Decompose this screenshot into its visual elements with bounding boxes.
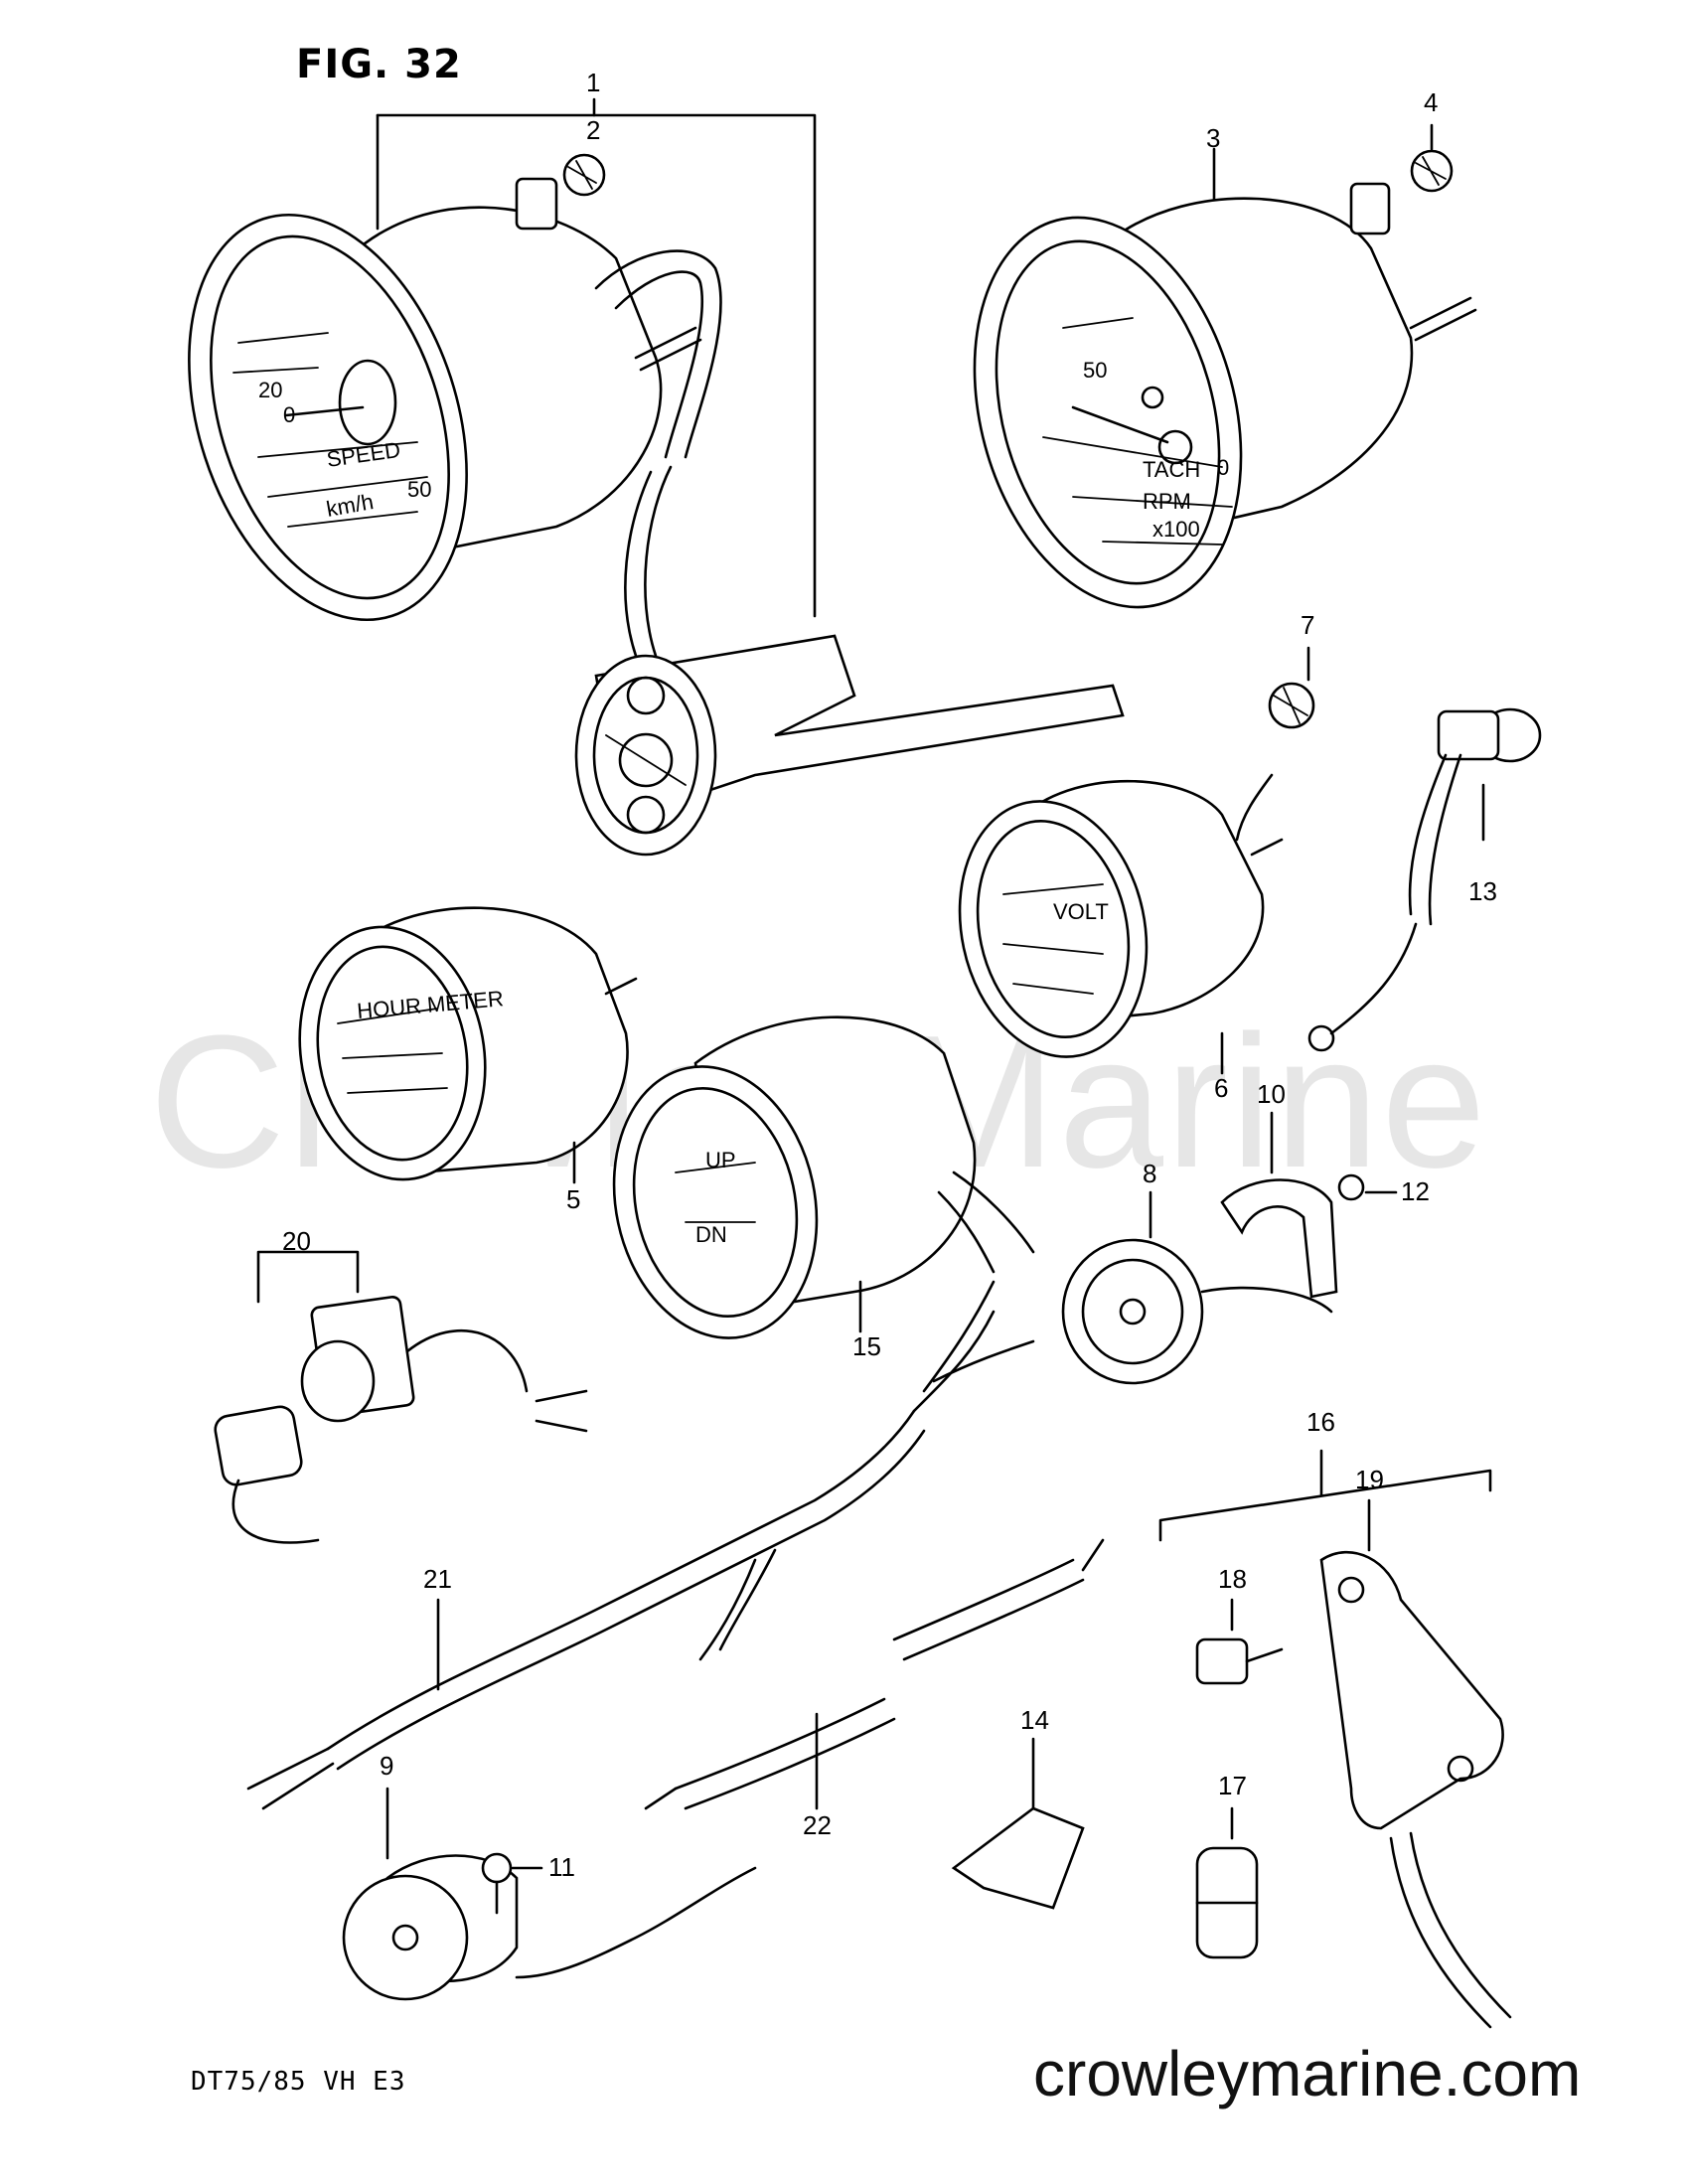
callout-10: 10 <box>1257 1079 1286 1109</box>
callout-7: 7 <box>1301 610 1314 640</box>
bulb-part-4[interactable] <box>1410 123 1454 193</box>
callout-15: 15 <box>852 1331 881 1361</box>
tach-label-50: 50 <box>1083 358 1107 383</box>
trim-sender-part-19[interactable] <box>1319 1498 1512 2029</box>
trim-label-up: UP <box>705 1148 736 1172</box>
grommet-part-17[interactable] <box>1195 1806 1259 1959</box>
site-url[interactable]: crowleymarine.com <box>1033 2038 1582 2109</box>
extension-harness-part-22[interactable] <box>644 1538 1105 1810</box>
screw-part-12[interactable] <box>1337 1173 1398 1201</box>
figure-title: FIG. 32 <box>296 42 462 87</box>
tach-label-x100: x100 <box>1152 517 1200 542</box>
callout-11: 11 <box>548 1852 575 1882</box>
callout-3: 3 <box>1206 123 1220 153</box>
speedo-label-50: 50 <box>407 477 431 502</box>
pitot-pickup-part[interactable] <box>574 634 1125 857</box>
callout-19: 19 <box>1355 1465 1384 1494</box>
hour-meter-part[interactable]: HOUR METER <box>280 906 638 1194</box>
speedo-label-20: 20 <box>258 378 282 402</box>
key-switch-part-20[interactable] <box>214 1250 588 1544</box>
callout-13: 13 <box>1468 876 1497 906</box>
callout-16: 16 <box>1306 1407 1335 1437</box>
callout-17: 17 <box>1218 1771 1247 1800</box>
model-code: DT75/85 VH E3 <box>191 2067 406 2097</box>
screw-part-11[interactable] <box>481 1852 543 1915</box>
trim-sender-group-16[interactable] <box>1158 1449 1492 1542</box>
callout-1: 1 <box>586 68 600 97</box>
tachometer-part[interactable]: 50 0 TACH RPM x100 <box>934 147 1477 637</box>
callout-14: 14 <box>1020 1705 1049 1735</box>
callout-20: 20 <box>282 1226 311 1256</box>
volt-label: VOLT <box>1053 899 1109 924</box>
bolt-part-18[interactable] <box>1195 1598 1284 1685</box>
horn-part-9[interactable] <box>342 1787 757 2001</box>
callout-4: 4 <box>1424 87 1438 117</box>
speedometer-part[interactable]: 20 0 SPEED 50 km/h <box>140 97 817 658</box>
trim-label-dn: DN <box>695 1222 727 1247</box>
buzzer-part-8[interactable] <box>1061 1190 1333 1385</box>
callout-6: 6 <box>1214 1073 1228 1103</box>
callout-9: 9 <box>380 1751 393 1781</box>
tach-label-0: 0 <box>1217 455 1229 480</box>
voltmeter-part[interactable]: VOLT <box>937 773 1284 1075</box>
tach-label-rpm: RPM <box>1143 489 1191 514</box>
bulb-part-2[interactable] <box>562 153 606 197</box>
callout-8: 8 <box>1143 1159 1156 1188</box>
callout-21: 21 <box>423 1564 452 1594</box>
switch-part-13[interactable] <box>1307 707 1542 1052</box>
tach-label-tach: TACH <box>1143 457 1200 482</box>
bulb-part-7[interactable] <box>1268 646 1315 729</box>
callout-2: 2 <box>586 115 600 145</box>
trim-gauge-part[interactable]: UP DN <box>589 1015 1035 1357</box>
clamp-part-10[interactable] <box>1220 1111 1338 1299</box>
clip-part-14[interactable] <box>951 1737 1085 1910</box>
wiring-harness-part-21[interactable] <box>246 1280 1035 1810</box>
callout-22: 22 <box>803 1810 832 1840</box>
speedo-label-0: 0 <box>283 402 295 427</box>
callout-5: 5 <box>566 1184 580 1214</box>
callout-18: 18 <box>1218 1564 1247 1594</box>
callout-12: 12 <box>1401 1176 1430 1206</box>
